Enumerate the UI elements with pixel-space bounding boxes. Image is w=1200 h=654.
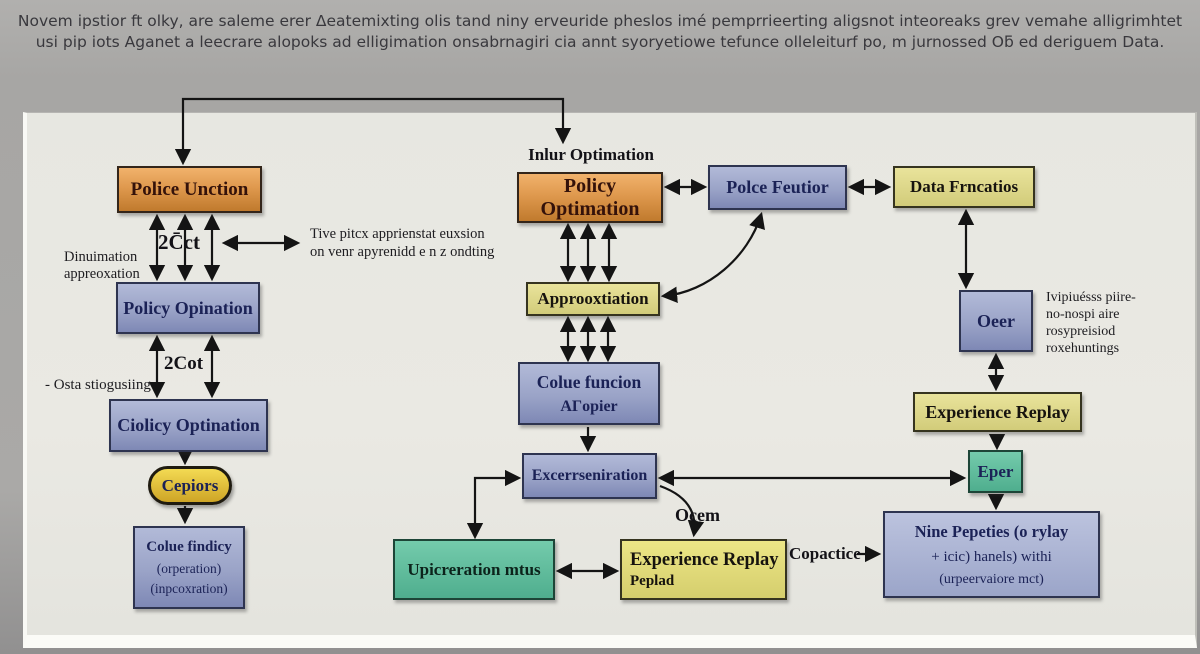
box-experience-replay-bottom-line2: Peplad xyxy=(630,572,675,589)
label-dinuimation: Dinuimation appreoxation xyxy=(64,249,140,283)
caption-line-2: usi pip iots Aganet a leecrare alopoks a… xyxy=(35,33,1165,51)
box-cepiors: Cepiors xyxy=(148,466,232,505)
arrow-ocem-curve xyxy=(659,484,705,538)
box-police-unction-label: Police Unction xyxy=(130,178,249,200)
arrow-excerr-upicreration-elbow xyxy=(466,469,522,540)
box-police-unction: Police Unction xyxy=(117,166,262,213)
box-eper: Eper xyxy=(968,450,1023,493)
box-ciolicy-optination-label: Ciolicy Optination xyxy=(117,415,260,435)
label-ivip-note-line1: Ivipiuésss piire- xyxy=(1046,290,1136,305)
label-ivip-note-line3: rosypreisiod xyxy=(1046,324,1116,339)
box-oeer-label: Oeer xyxy=(977,310,1015,331)
box-colue-findicy-line2: (orperation) xyxy=(156,560,222,576)
label-2cct: 2C̄ct xyxy=(158,230,200,254)
box-policy-optimation: Policy Optimation xyxy=(517,172,663,223)
box-excerrseniration-label: Excerrseniration xyxy=(531,467,648,484)
box-colue-funcion-line1: Colue funcion xyxy=(536,371,642,392)
box-experience-replay-right-label: Experience Replay xyxy=(925,401,1070,422)
label-tive-note-line2: on venr apyrenidd e n z ondting xyxy=(310,244,495,260)
label-tive-note: Tive pitcx apprienstat euxsion on venr a… xyxy=(310,225,494,261)
box-data-frncatios-label: Data Frncatios xyxy=(909,177,1019,196)
label-2cot: 2Cot xyxy=(164,353,204,374)
caption-line-1: Novem ipstior ft olky, are saleme erer Δ… xyxy=(17,12,1183,30)
box-approoxtiation: Approoxtiation xyxy=(526,282,660,316)
box-policy-optimation-label: Policy Optimation xyxy=(540,174,640,220)
arrow-top-elbow xyxy=(174,97,572,166)
box-nine-pepeties-line1: Nine Pepeties (o rylay xyxy=(914,521,1069,541)
box-excerrseniration: Excerrseniration xyxy=(522,453,657,499)
box-upicreration-mtus: Upicreration mtus xyxy=(393,539,555,600)
box-eper-label: Eper xyxy=(977,461,1014,481)
box-colue-findicy: Colue findicy (orperation) (inpcoxration… xyxy=(133,526,245,609)
box-nine-pepeties: Nine Pepeties (o rylay + icic) hanels) w… xyxy=(883,511,1100,598)
figure-caption: Novem ipstior ft olky, are saleme erer Δ… xyxy=(0,11,1200,53)
label-copactice: Copactice xyxy=(789,544,861,563)
box-oeer: Oeer xyxy=(959,290,1033,352)
label-ocem: Ocem xyxy=(675,505,720,525)
label-ivip-note-line4: roxehuntings xyxy=(1046,341,1120,356)
box-approoxtiation-label: Approoxtiation xyxy=(537,289,649,308)
box-experience-replay-right: Experience Replay xyxy=(913,392,1082,432)
label-tive-note-line1: Tive pitcx apprienstat euxsion xyxy=(310,226,485,242)
box-policy-opination: Policy Opination xyxy=(116,282,260,334)
label-dinuimation-line1: Dinuimation xyxy=(64,249,138,265)
box-nine-pepeties-line3: (urpeervaiore mct) xyxy=(939,571,1044,587)
box-experience-replay-bottom-line1: Experience Replay xyxy=(630,549,779,570)
box-policy-opination-label: Policy Opination xyxy=(123,297,253,318)
box-nine-pepeties-line2: + icic) hanels) withi xyxy=(931,548,1052,565)
box-colue-funcion: Colue funcion AΓopier xyxy=(518,362,660,425)
box-colue-findicy-line1: Colue findicy xyxy=(146,538,232,555)
label-ivip-note-line2: no-nospi aire xyxy=(1046,307,1120,322)
arrow-feutior-approox-curve xyxy=(660,211,765,304)
label-ivip-note: Ivipiuésss piire- no-nospi aire rosyprei… xyxy=(1046,289,1136,357)
box-colue-funcion-line2: AΓopier xyxy=(560,397,618,415)
box-polce-feutior: Polce Feutior xyxy=(708,165,847,210)
label-osta: - Osta stiogusiing xyxy=(45,377,151,393)
box-ciolicy-optination: Ciolicy Optination xyxy=(109,399,268,452)
box-polce-feutior-label: Polce Feutior xyxy=(726,177,829,197)
box-colue-findicy-line3: (inpcoxration) xyxy=(150,580,228,596)
box-data-frncatios: Data Frncatios xyxy=(893,166,1035,208)
label-inlur-optimation: Inlur Optimation xyxy=(528,145,654,164)
box-experience-replay-bottom: Experience Replay Peplad xyxy=(620,539,787,600)
box-upicreration-mtus-label: Upicreration mtus xyxy=(407,559,541,579)
box-cepiors-label: Cepiors xyxy=(161,475,219,495)
label-dinuimation-line2: appreoxation xyxy=(64,266,140,282)
